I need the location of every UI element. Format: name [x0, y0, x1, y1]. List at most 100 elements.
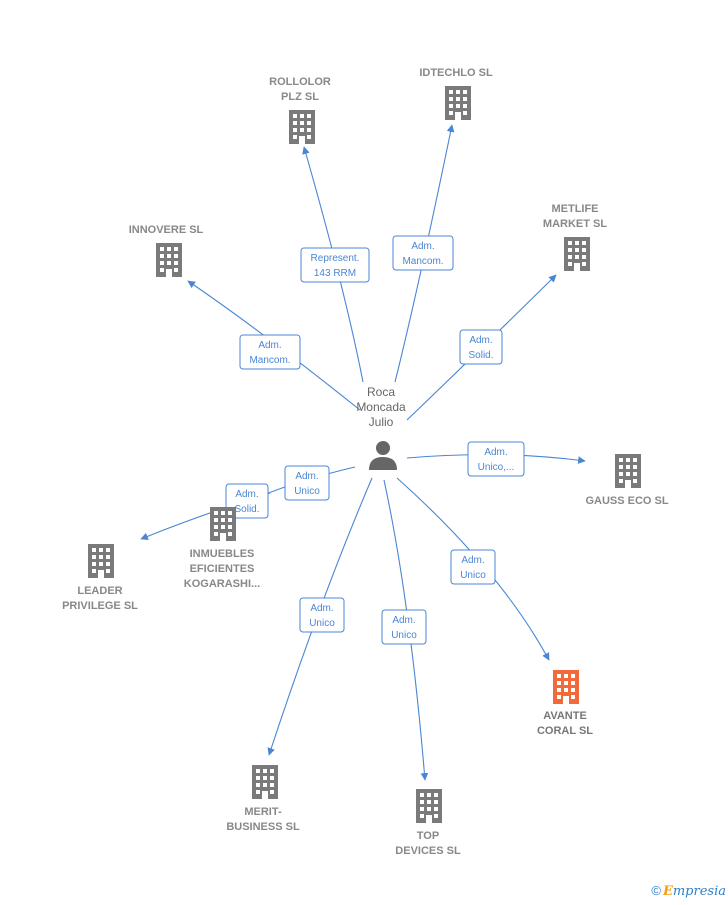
- company-name-line: AVANTE: [543, 710, 587, 722]
- relation-label[interactable]: Adm. Solid.: [225, 483, 269, 519]
- relation-label-text: Adm.: [469, 335, 492, 346]
- relation-label-text: Adm.: [461, 555, 484, 566]
- relation-label-text: Unico: [309, 618, 335, 629]
- relation-label[interactable]: Adm. Unico: [450, 549, 496, 585]
- edge-line: [394, 124, 455, 383]
- company-node-innovere[interactable]: INNOVERE SL: [129, 224, 204, 277]
- company-name-line: PLZ SL: [281, 91, 319, 103]
- relation-label-text: Mancom.: [402, 256, 443, 267]
- company-name-line: KOGARASHI...: [184, 578, 260, 590]
- relation-label-text: Adm.: [310, 603, 333, 614]
- edge-metlife: Adm. Solid.: [406, 274, 557, 421]
- company-name-line: EFICIENTES: [190, 563, 255, 575]
- person-name-line: Julio: [369, 415, 394, 429]
- company-name-line: GAUSS ECO SL: [585, 495, 668, 507]
- company-node-rollolor[interactable]: ROLLOLOR PLZ SL: [269, 76, 331, 144]
- relation-label-text: Adm.: [411, 241, 434, 252]
- edge-leader: Adm. Solid.: [140, 483, 271, 540]
- relation-label-box: [450, 549, 496, 585]
- company-name-line: TOP: [417, 830, 439, 842]
- company-name-line: MERIT-: [244, 806, 282, 818]
- person-name-line: Roca: [367, 385, 395, 399]
- relation-label[interactable]: Adm. Solid.: [459, 329, 503, 365]
- brand-logo-initial: E: [662, 884, 673, 899]
- relation-label-text: 143 RRM: [314, 268, 356, 279]
- building-icon: [156, 243, 182, 277]
- relation-label-text: Solid.: [234, 504, 259, 515]
- company-name-line: PRIVILEGE SL: [62, 600, 138, 612]
- relation-label-text: Solid.: [468, 350, 493, 361]
- company-node-metlife[interactable]: METLIFE MARKET SL: [543, 203, 607, 271]
- building-icon: [252, 765, 278, 799]
- edge-avante: Adm. Unico: [396, 477, 550, 661]
- edge-rollolor: Represent. 143 RRM: [300, 146, 370, 383]
- relation-label-text: Unico: [391, 630, 417, 641]
- relation-label-box: [225, 483, 269, 519]
- copyright-icon: ©: [651, 883, 661, 898]
- relation-label-text: Adm.: [484, 447, 507, 458]
- brand-name: mpresia: [672, 884, 726, 899]
- company-node-gauss[interactable]: GAUSS ECO SL: [585, 454, 669, 507]
- building-icon: [445, 86, 471, 120]
- edge-merit: Adm. Unico: [267, 477, 373, 756]
- footer-brand: ©Empresia: [651, 883, 726, 899]
- relation-label-box: [467, 441, 525, 477]
- relation-label-box: [299, 597, 345, 633]
- relation-label-box: [392, 235, 454, 271]
- company-name-line: ROLLOLOR: [269, 76, 331, 88]
- edge-top: Adm. Unico: [381, 479, 429, 781]
- relation-label-text: Mancom.: [249, 355, 290, 366]
- relation-label-box: [239, 334, 301, 370]
- company-node-merit[interactable]: MERIT- BUSINESS SL: [226, 765, 300, 833]
- relation-label-text: Represent.: [311, 253, 360, 264]
- relation-label[interactable]: Represent. 143 RRM: [300, 247, 370, 283]
- company-name-line: IDTECHLO SL: [419, 67, 493, 79]
- building-icon: [289, 110, 315, 144]
- company-name-line: METLIFE: [551, 203, 598, 215]
- relation-label-text: Adm.: [235, 489, 258, 500]
- relation-label-box: [381, 609, 427, 645]
- company-name-line: MARKET SL: [543, 218, 607, 230]
- person-icon: [369, 441, 397, 470]
- edges-layer: Represent.143 RRMAdm.Mancom.Adm.Mancom.A…: [140, 124, 586, 781]
- relation-label[interactable]: Adm. Mancom.: [239, 334, 301, 370]
- company-node-leader[interactable]: LEADER PRIVILEGE SL: [62, 544, 138, 612]
- company-node-inmuebles[interactable]: INMUEBLES EFICIENTES KOGARASHI...: [184, 507, 260, 590]
- building-icon: [416, 789, 442, 823]
- company-name-line: LEADER: [77, 585, 122, 597]
- company-name-line: INNOVERE SL: [129, 224, 204, 236]
- relation-label[interactable]: Adm. Mancom.: [392, 235, 454, 271]
- relation-label[interactable]: Adm. Unico: [299, 597, 345, 633]
- relation-label-text: Adm.: [295, 471, 318, 482]
- relation-label-text: Unico,...: [478, 462, 515, 473]
- edge-innovere: Adm. Mancom.: [187, 280, 361, 411]
- building-icon: [210, 507, 236, 541]
- relation-label[interactable]: Adm. Unico: [284, 465, 330, 501]
- company-node-idtechlo[interactable]: IDTECHLO SL: [419, 67, 493, 120]
- relation-label-box: [284, 465, 330, 501]
- company-node-top[interactable]: TOP DEVICES SL: [395, 789, 461, 857]
- person-name-line: Moncada: [356, 400, 406, 414]
- relation-label-text: Adm.: [258, 340, 281, 351]
- relation-label-text: Adm.: [392, 615, 415, 626]
- building-icon: [553, 670, 579, 704]
- company-name-line: INMUEBLES: [190, 548, 255, 560]
- company-name-line: CORAL SL: [537, 725, 593, 737]
- relation-label-box: [300, 247, 370, 283]
- edge-idtechlo: Adm. Mancom.: [392, 124, 455, 383]
- edge-inmuebles: Adm. Unico: [260, 465, 356, 501]
- building-icon: [564, 237, 590, 271]
- relation-label[interactable]: Adm. Unico,...: [467, 441, 525, 477]
- company-name-line: DEVICES SL: [395, 845, 461, 857]
- building-icon: [615, 454, 641, 488]
- building-icon: [88, 544, 114, 578]
- company-name-line: BUSINESS SL: [226, 821, 300, 833]
- relation-label-text: Unico: [460, 570, 486, 581]
- company-node-avante[interactable]: AVANTE CORAL SL: [537, 670, 593, 737]
- edge-gauss: Adm. Unico,...: [406, 441, 586, 477]
- relation-label[interactable]: Adm. Unico: [381, 609, 427, 645]
- relation-label-text: Unico: [294, 486, 320, 497]
